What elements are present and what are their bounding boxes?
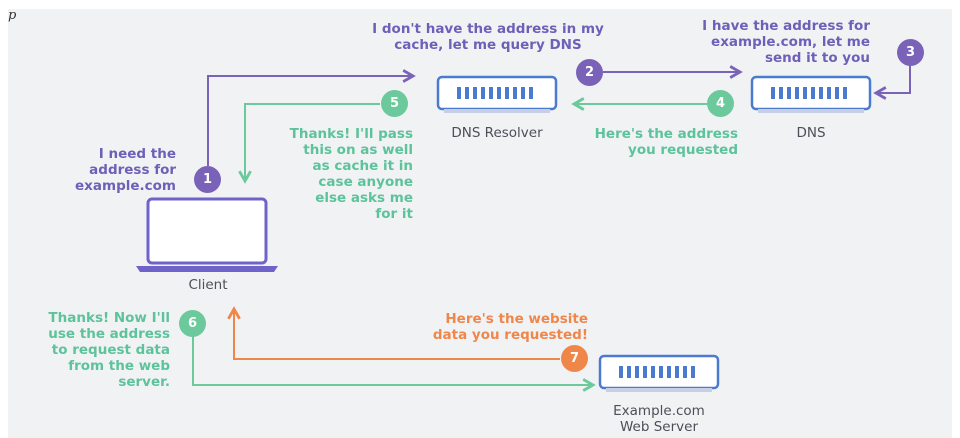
web-server-icon <box>598 354 720 392</box>
web-server-label: Example.com Web Server <box>613 403 705 435</box>
step-1-badge: 1 <box>194 166 221 193</box>
arrow-step-6 <box>192 336 593 385</box>
step-7-text: Here's the website data you requested! <box>432 311 588 343</box>
step-4-text: Here's the address you requested <box>594 126 738 158</box>
dns-server-icon <box>750 75 872 113</box>
corner-mark: p <box>8 8 17 23</box>
arrow-step-1 <box>207 76 413 166</box>
step-3-badge: 3 <box>897 39 924 66</box>
arrow-step-5 <box>245 103 380 181</box>
arrow-step-7 <box>234 309 560 360</box>
step-3-text: I have the address for example.com, let … <box>702 18 870 66</box>
diagram-canvas: p <box>8 9 952 438</box>
step-2-badge: 2 <box>576 59 603 86</box>
dns-label: DNS <box>796 125 826 141</box>
step-7-badge: 7 <box>561 345 588 372</box>
step-4-badge: 4 <box>707 90 734 117</box>
step-1-text: I need the address for example.com <box>75 146 176 194</box>
step-6-badge: 6 <box>179 310 206 337</box>
client-label: Client <box>188 277 228 293</box>
arrow-step-3 <box>876 64 911 93</box>
client-laptop-icon <box>136 197 278 272</box>
dns-resolver-server-icon <box>436 75 558 113</box>
diagram-graphics <box>136 64 911 392</box>
dns-resolver-label: DNS Resolver <box>451 125 543 141</box>
step-6-text: Thanks! Now I'll use the address to requ… <box>48 310 170 390</box>
step-5-badge: 5 <box>381 90 408 117</box>
step-2-text: I don't have the address in my cache, le… <box>372 21 604 53</box>
step-5-text: Thanks! I'll pass this on as well as cac… <box>289 126 413 222</box>
